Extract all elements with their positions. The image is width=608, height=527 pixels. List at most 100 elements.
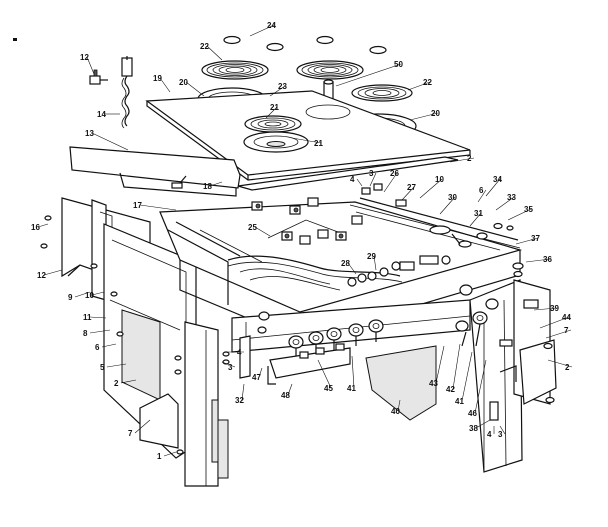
callout-c-48: 48	[281, 383, 293, 400]
callout-label: 5	[100, 363, 105, 372]
callout-label: 10	[85, 291, 94, 300]
callout-c-32: 32	[235, 383, 244, 405]
callout-label: 19	[153, 74, 162, 83]
callout-label: 21	[270, 103, 279, 112]
kick-panel-40	[365, 345, 437, 421]
lower-trim-48	[267, 347, 351, 385]
callout-c-2c: 2	[547, 359, 573, 372]
gas-tubing	[227, 219, 403, 291]
callout-label: 18	[203, 182, 212, 191]
callout-c-1: 1	[157, 451, 177, 461]
callout-label: 4	[487, 430, 492, 439]
callout-label: 4	[237, 348, 242, 357]
callout-c-21a: 21	[265, 103, 279, 119]
callout-label: 12	[37, 271, 46, 280]
leader-line	[539, 316, 570, 329]
leader-line	[74, 291, 91, 298]
leader-line	[347, 262, 357, 275]
leader-line	[439, 196, 456, 215]
corner-mark	[13, 38, 17, 41]
manifold-bracket-32	[239, 335, 251, 379]
callout-c-3c: 3	[498, 425, 506, 439]
leader-line	[139, 204, 177, 211]
access-panel-7	[139, 393, 179, 449]
callout-c-2a: 2	[449, 154, 475, 163]
burner-valves-28	[347, 255, 451, 287]
callout-c-17: 17	[133, 201, 177, 211]
callout-label: 40	[391, 407, 400, 416]
leader-line	[221, 361, 236, 368]
callout-label: 47	[252, 373, 261, 382]
callout-label: 6	[479, 186, 484, 195]
callout-c-22b: 22	[407, 78, 432, 91]
surface-element-coil-right-mid	[351, 84, 413, 102]
callout-label: 21	[314, 139, 323, 148]
callout-c-6b: 6	[95, 343, 117, 352]
callout-label: 37	[531, 234, 540, 243]
callout-label: 2	[565, 363, 570, 372]
callout-c-26: 26	[383, 169, 399, 193]
callout-label: 29	[367, 252, 376, 261]
callout-label: 22	[423, 78, 432, 87]
callout-label: 4	[350, 175, 355, 184]
leader-line	[474, 359, 487, 414]
callout-label: 41	[347, 384, 356, 393]
leader-line	[547, 359, 573, 368]
leader-line	[407, 81, 431, 91]
callout-c-45: 45	[317, 359, 333, 393]
callout-c-29: 29	[367, 252, 376, 271]
callout-c-24: 24	[249, 21, 276, 37]
callout-label: 10	[435, 175, 444, 184]
leader-line	[383, 172, 398, 193]
callout-label: 9	[68, 293, 73, 302]
callout-c-10a: 10	[419, 175, 444, 199]
callout-c-38: 38	[469, 419, 491, 433]
leader-line	[120, 379, 137, 384]
valve-cluster-26	[361, 183, 407, 207]
callout-label: 42	[446, 385, 455, 394]
callout-c-43: 43	[429, 345, 445, 388]
callout-c-21b: 21	[291, 137, 323, 148]
leader-line	[401, 186, 415, 201]
leader-line	[89, 329, 111, 334]
callout-c-13: 13	[85, 129, 129, 151]
callout-label: 20	[431, 109, 440, 118]
callout-c-46: 46	[468, 359, 487, 418]
callout-label: 3	[369, 169, 374, 178]
leader-line	[369, 172, 377, 187]
callout-c-12a: 12	[80, 53, 95, 75]
callout-label: 2	[114, 379, 119, 388]
callout-label: 48	[281, 391, 290, 400]
callout-c-18: 18	[203, 181, 223, 191]
leader-line	[89, 316, 107, 319]
leader-line	[533, 307, 558, 311]
callout-c-34: 34	[485, 175, 502, 197]
callout-c-4c: 4	[487, 426, 495, 439]
bracket-44	[499, 339, 517, 382]
callout-label: 16	[31, 223, 40, 232]
callout-c-50: 50	[335, 60, 403, 87]
callout-label: 35	[524, 205, 533, 214]
leader-line	[43, 269, 63, 276]
callout-label: 23	[278, 82, 287, 91]
leader-line	[91, 132, 129, 151]
callout-label: 13	[85, 129, 94, 138]
callout-label: 8	[83, 329, 88, 338]
top-strap-2	[237, 156, 459, 191]
callout-c-41b: 41	[455, 351, 473, 406]
leader-line	[495, 196, 515, 211]
callout-label: 20	[179, 78, 188, 87]
callout-label: 45	[324, 384, 333, 393]
leader-line	[37, 223, 49, 228]
leader-line	[435, 345, 445, 384]
callout-label: 2	[467, 154, 472, 163]
leader-line	[185, 81, 205, 97]
leader-line	[356, 178, 363, 187]
callout-c-11: 11	[83, 313, 107, 322]
leader-line	[291, 137, 322, 144]
leader-line	[265, 106, 278, 119]
callout-label: 43	[429, 379, 438, 388]
valve-spuds-45	[299, 343, 345, 359]
leader-line	[249, 24, 275, 37]
